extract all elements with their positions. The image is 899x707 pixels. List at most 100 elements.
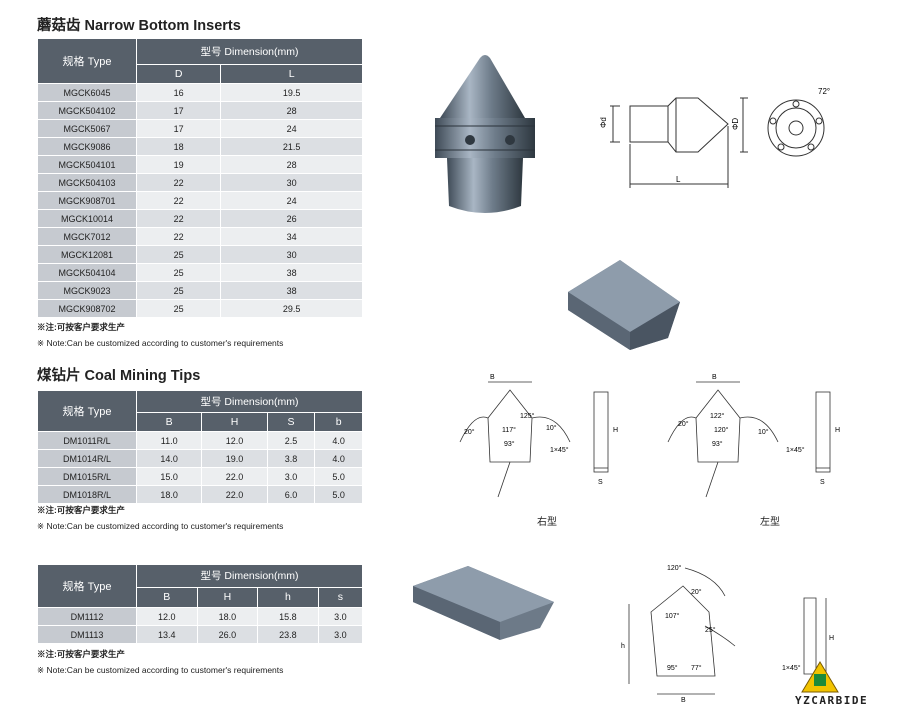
label-B: B <box>712 374 717 381</box>
type-cell: DM1011R/L <box>37 431 137 450</box>
angle-125: 125° <box>520 412 535 420</box>
value-cell: 2.5 <box>266 431 316 450</box>
value-cell: 26.0 <box>196 625 259 644</box>
value-cell: 5.0 <box>314 485 363 504</box>
col-header-H: H <box>196 586 259 609</box>
right-type-label: 右型 <box>537 517 557 528</box>
col-header-s: s <box>317 586 364 609</box>
value-cell: 38 <box>220 281 363 300</box>
value-cell: 22 <box>135 209 222 228</box>
left-type-label: 左型 <box>760 517 780 528</box>
value-cell: 3.0 <box>317 625 364 644</box>
value-cell: 18 <box>135 137 222 156</box>
col-header-B: B <box>135 411 203 433</box>
value-cell: 23.8 <box>257 625 319 644</box>
value-cell: 25 <box>135 299 222 318</box>
section-title-coal-mining-tips: 煤钻片 Coal Mining Tips <box>37 368 201 384</box>
type-cell: MGCK5067 <box>37 119 137 138</box>
note-cn: ※注:可按客户要求生产 <box>37 649 125 659</box>
coal-tip-left-drawing: B 122° 120° 20° 10° 93° 1×45° H S <box>667 374 840 498</box>
section-title-narrow-bottom-inserts: 蘑菇齿 Narrow Bottom Inserts <box>37 18 241 34</box>
angle-20: 20° <box>678 420 689 428</box>
value-cell: 6.0 <box>266 485 316 504</box>
col-header-dimension: 型号 Dimension(mm) <box>136 564 363 588</box>
angle-10: 10° <box>758 428 769 436</box>
type-cell: DM1015R/L <box>37 467 137 486</box>
type-cell: DM1018R/L <box>37 485 137 504</box>
type-cell: MGCK9023 <box>37 281 137 300</box>
value-cell: 4.0 <box>314 431 363 450</box>
value-cell: 30 <box>220 173 363 192</box>
angle-20: 20° <box>464 428 475 436</box>
value-cell: 24 <box>220 119 363 138</box>
value-cell: 22 <box>135 227 222 246</box>
type-cell: MGCK504103 <box>37 173 137 192</box>
value-cell: 34 <box>220 227 363 246</box>
note-cn: ※注:可按客户要求生产 <box>37 505 125 515</box>
value-cell: 38 <box>220 263 363 282</box>
label-B: B <box>490 374 495 381</box>
value-cell: 25 <box>135 281 222 300</box>
dim-d: Φd <box>599 117 608 128</box>
value-cell: 15.0 <box>135 467 203 486</box>
value-cell: 4.0 <box>314 449 363 468</box>
col-header-dimension: 型号 Dimension(mm) <box>136 38 363 65</box>
col-header-D: D <box>135 63 222 85</box>
value-cell: 19.5 <box>220 83 363 102</box>
value-cell: 19 <box>135 155 222 174</box>
angle-10: 10° <box>546 424 557 432</box>
type-cell: MGCK10014 <box>37 209 137 228</box>
value-cell: 21.5 <box>220 137 363 156</box>
value-cell: 18.0 <box>196 607 259 626</box>
col-header-type: 规格 Type <box>37 390 137 432</box>
label-S: S <box>598 479 603 486</box>
col-header-H: H <box>201 411 268 433</box>
type-cell: MGCK504104 <box>37 263 137 282</box>
value-cell: 15.8 <box>257 607 319 626</box>
yzcarbide-logo-icon <box>801 661 839 693</box>
value-cell: 25 <box>135 245 222 264</box>
angle-25: 25° <box>705 626 716 634</box>
angle-120: 120° <box>667 564 682 572</box>
note-en: ※ Note:Can be customized according to cu… <box>37 338 284 348</box>
angle-77: 77° <box>691 664 702 672</box>
col-header-dimension: 型号 Dimension(mm) <box>136 390 363 413</box>
col-header-type: 规格 Type <box>37 564 137 608</box>
value-cell: 24 <box>220 191 363 210</box>
label-B: B <box>681 697 686 704</box>
chamfer-label: 1×45° <box>550 446 569 454</box>
chamfer-label: 1×45° <box>786 446 805 454</box>
coal-mining-tips-table: 规格 Type 型号 Dimension(mm) B H S b DM1011R… <box>37 390 363 504</box>
note-en: ※ Note:Can be customized according to cu… <box>37 665 284 675</box>
value-cell: 22.0 <box>201 467 268 486</box>
angle-107: 107° <box>665 612 680 620</box>
type-cell: DM1112 <box>37 607 137 626</box>
dim-angle-72: 72° <box>818 87 830 96</box>
narrow-bottom-insert-render <box>435 55 535 213</box>
type-cell: MGCK9086 <box>37 137 137 156</box>
angle-120: 120° <box>714 426 729 434</box>
coal-tip-2-drawing: 120° 20° 107° 25° 95° 77° h B <box>621 564 736 704</box>
type-cell: DM1014R/L <box>37 449 137 468</box>
value-cell: 13.4 <box>136 625 198 644</box>
value-cell: 14.0 <box>135 449 203 468</box>
coal-tip-2-render <box>413 566 554 640</box>
value-cell: 25 <box>135 263 222 282</box>
label-h: h <box>621 643 625 650</box>
value-cell: 22.0 <box>201 485 268 504</box>
value-cell: 30 <box>220 245 363 264</box>
value-cell: 3.0 <box>317 607 364 626</box>
